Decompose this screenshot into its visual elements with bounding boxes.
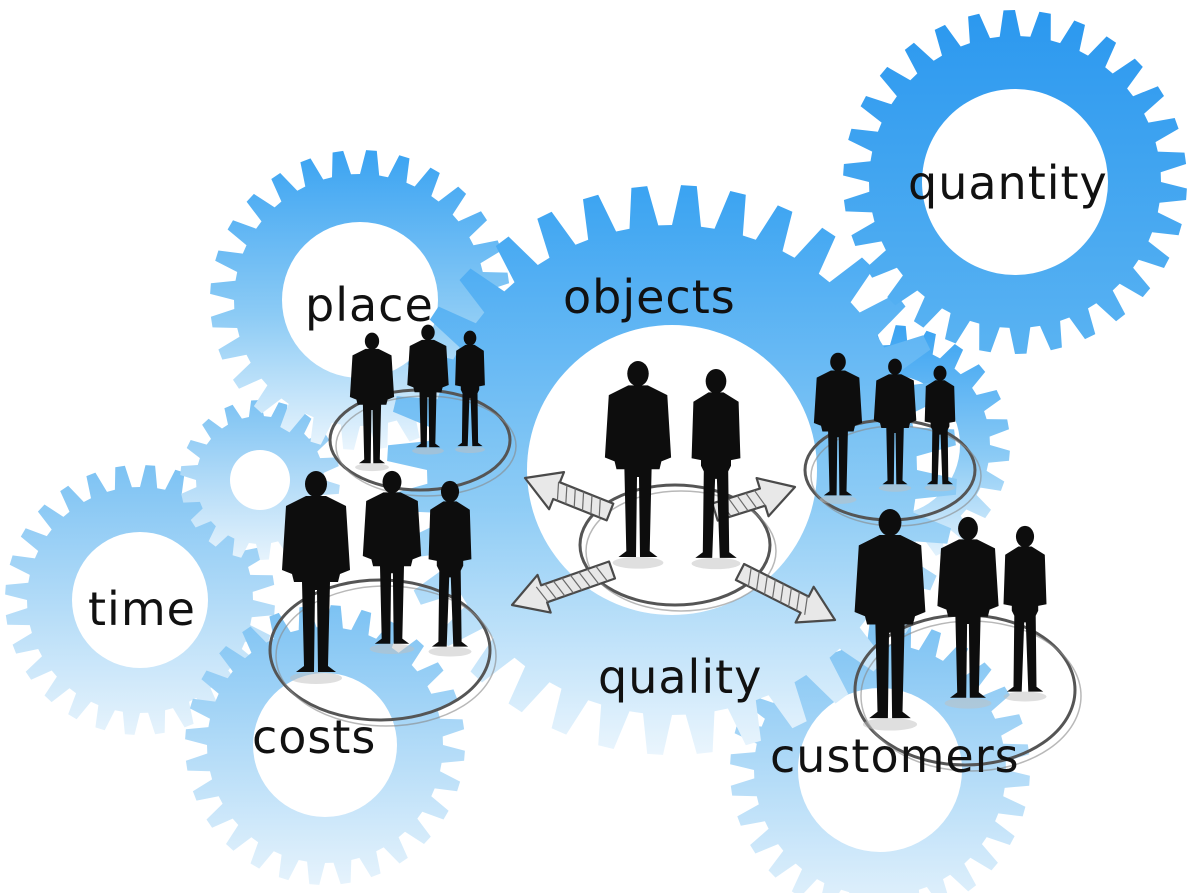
people-group	[282, 324, 1047, 731]
label-customers: customers	[770, 729, 1020, 783]
arrow-to-costs-icon	[510, 560, 617, 614]
label-objects: objects	[563, 270, 736, 324]
label-place: place	[305, 278, 434, 332]
person-silhouette-icon-customers-1	[854, 509, 926, 731]
label-time: time	[88, 582, 196, 636]
gear-quantity-icon	[843, 10, 1187, 354]
arrow-to-customers-icon	[734, 562, 837, 624]
person-silhouette-icon-place-1	[349, 332, 395, 472]
arrow-to-place-icon	[523, 471, 615, 522]
gear-time-icon	[5, 465, 275, 735]
person-silhouette-icon-costs-3	[428, 480, 472, 657]
person-silhouette-icon-center-2	[691, 368, 741, 570]
label-quantity: quantity	[908, 156, 1108, 210]
person-silhouette-icon-right-1	[813, 352, 863, 504]
gear-costs-icon	[185, 605, 465, 885]
person-silhouette-icon-costs-1	[282, 471, 350, 684]
person-silhouette-icon-right-3	[924, 365, 956, 492]
label-quality: quality	[598, 650, 763, 704]
ring-costs-icon	[268, 578, 492, 722]
person-silhouette-icon-place-2	[407, 324, 449, 455]
person-silhouette-icon-customers-3	[1003, 525, 1047, 702]
person-silhouette-icon-costs-2	[362, 470, 422, 655]
person-silhouette-icon-right-2	[873, 358, 917, 492]
person-silhouette-icon-customers-2	[937, 516, 999, 709]
person-silhouette-icon-place-3	[455, 330, 485, 454]
person-silhouette-icon-center-1	[604, 360, 672, 569]
ring-center-icon	[578, 483, 772, 607]
gear-customers-icon	[730, 620, 1030, 893]
label-costs: costs	[252, 710, 377, 764]
